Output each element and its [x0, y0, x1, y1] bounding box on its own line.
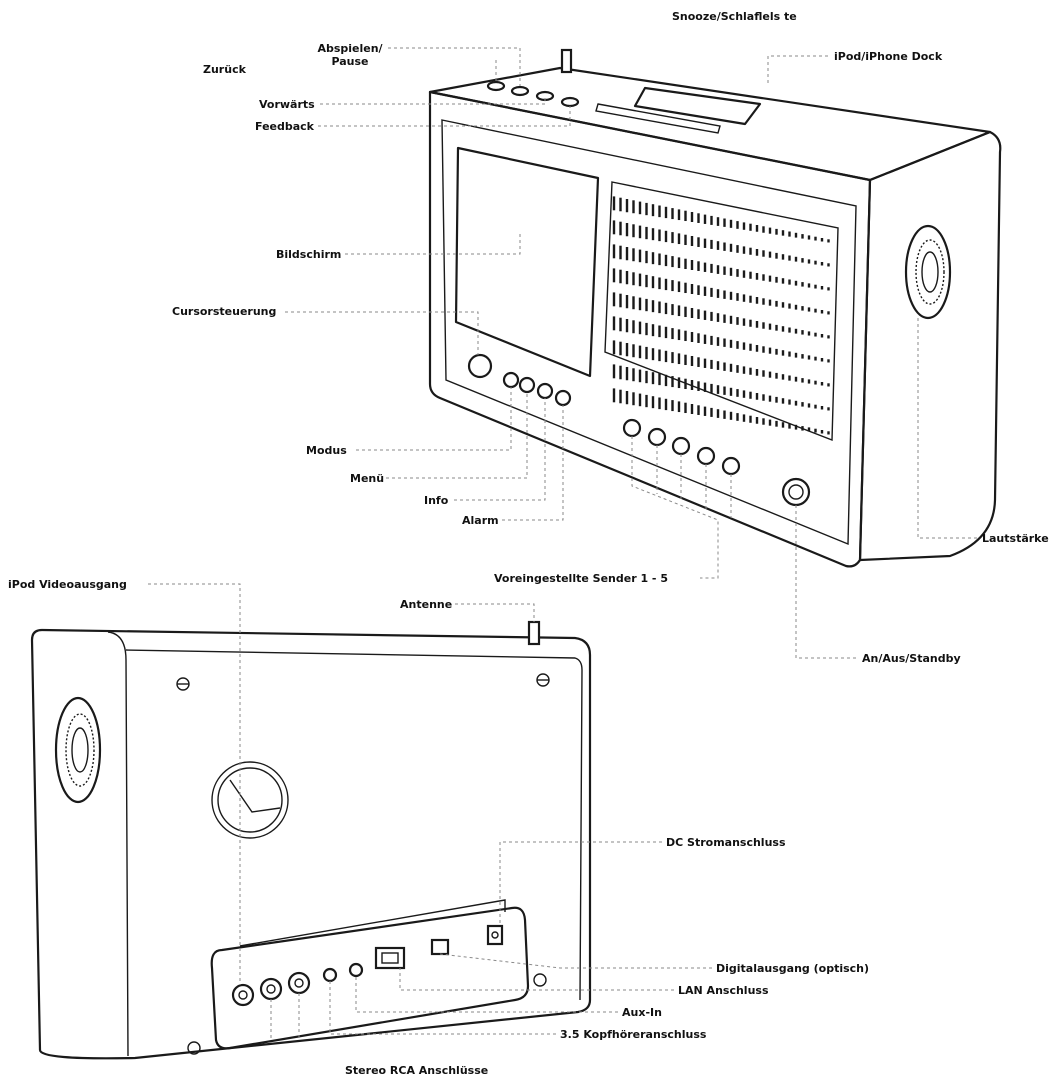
back-round-port-shape [211, 761, 289, 839]
back-side-edge [107, 631, 129, 1057]
label-power: An/Aus/Standby [862, 652, 961, 665]
label-lan: LAN Anschluss [678, 984, 769, 997]
radio-front-inner [441, 119, 857, 546]
label-zurueck: Zurück [203, 63, 246, 76]
menue-button-shape [518, 376, 536, 394]
label-headphone: 3.5 Kopfhöreranschluss [560, 1028, 707, 1041]
label-ipod-dock: iPod/iPhone Dock [834, 50, 943, 63]
leader-lines [148, 47, 978, 1040]
alarm-button-shape [554, 389, 572, 407]
rca-3-shape [287, 971, 311, 995]
back-outer-shape [30, 628, 592, 1060]
label-alarm: Alarm [462, 514, 499, 527]
feedback-button-shape [560, 96, 580, 108]
label-aux: Aux-In [622, 1006, 662, 1019]
aux-jack-shape [348, 962, 364, 978]
label-ipod-video: iPod Videoausgang [8, 578, 127, 591]
label-abspielen: Abspielen/ Pause [317, 42, 383, 68]
headphone-jack-shape [322, 967, 338, 983]
radio-front-face [428, 90, 872, 568]
label-vorwaerts: Vorwärts [259, 98, 315, 111]
label-presets: Voreingestellte Sender 1 - 5 [494, 572, 668, 585]
rca-2-shape [259, 977, 283, 1001]
dc-port-shape [486, 924, 504, 946]
label-antenne: Antenne [400, 598, 453, 611]
label-info: Info [424, 494, 449, 507]
label-lautstaerke: Lautstärke [982, 532, 1049, 545]
rca-1-shape [231, 983, 255, 1007]
preset-3-shape [671, 436, 691, 456]
radio-front-view [428, 48, 1002, 568]
dock-shape [633, 86, 762, 126]
antenna-top-shape [560, 48, 573, 74]
optical-port-shape [430, 938, 450, 956]
label-rca: Stereo RCA Anschlüsse [345, 1064, 489, 1077]
preset-4-shape [696, 446, 716, 466]
label-dc: DC Stromanschluss [666, 836, 786, 849]
label-bildschirm: Bildschirm [276, 248, 342, 261]
modus-button-shape [502, 371, 520, 389]
label-menue: Menü [350, 472, 385, 485]
radio-side-face [858, 130, 1002, 562]
zurueck-button-shape [486, 80, 506, 92]
label-digital: Digitalausgang (optisch) [716, 962, 870, 975]
cursor-knob-shape [467, 353, 493, 379]
play-pause-button-shape [510, 85, 530, 97]
preset-1-shape [622, 418, 642, 438]
label-feedback: Feedback [255, 120, 314, 133]
back-antenna-shape [527, 620, 541, 646]
top-slot-shape [595, 103, 721, 134]
speaker-grille [604, 181, 839, 442]
preset-5-shape [721, 456, 741, 476]
power-button-shape [781, 477, 811, 507]
preset-2-shape [647, 427, 667, 447]
radio-back-view [30, 620, 592, 1060]
info-button-shape [536, 382, 554, 400]
lan-port-shape [374, 946, 406, 970]
label-snooze: Snooze/Schlaflels te [672, 10, 797, 23]
screen-shape [454, 146, 600, 378]
label-modus: Modus [306, 444, 347, 457]
connector-panel-shape [210, 906, 530, 1050]
label-cursor: Cursorsteuerung [172, 305, 277, 318]
